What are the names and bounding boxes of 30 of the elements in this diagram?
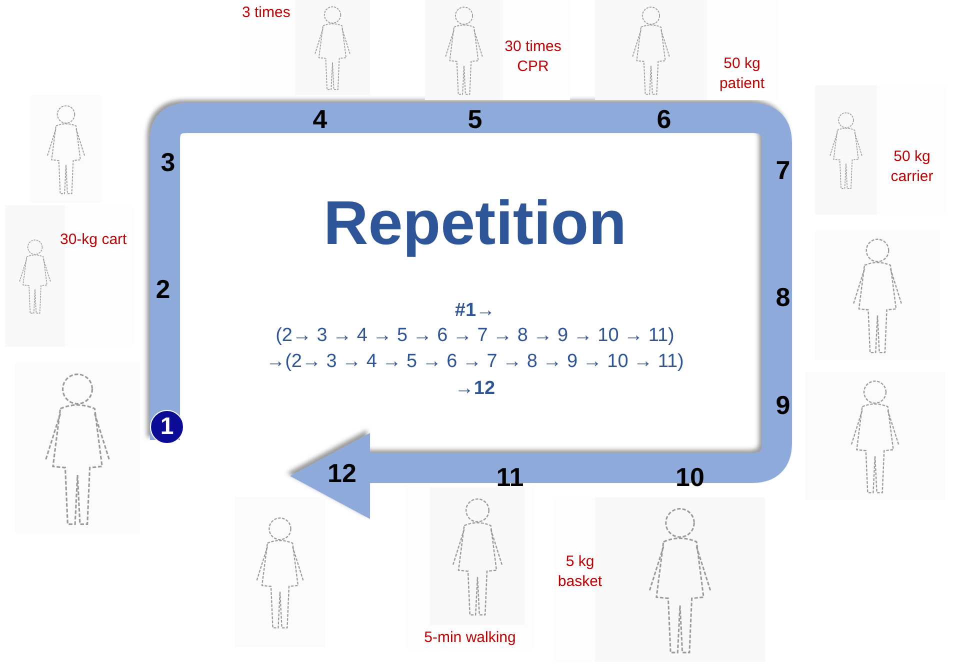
step-number: 11 — [495, 462, 525, 493]
sequence-text: →(2→ 3 → 4 → 5 → 6 → 7 → 8 → 9 → 10 → 11) — [265, 351, 685, 373]
title: Repetition — [322, 188, 628, 259]
panel-caption: 30-kg cart — [60, 230, 128, 250]
step-number: 7 — [774, 155, 792, 186]
panel-caption: 5-min walking — [423, 628, 517, 648]
panel-caption: 50 kg carrier — [890, 147, 934, 186]
sequence-text: #1→ — [454, 300, 496, 322]
step-number: 5 — [466, 104, 484, 135]
step-number: 2 — [154, 274, 172, 305]
panel-caption: 50 kg patient — [718, 54, 766, 93]
step-number: 12 — [326, 458, 358, 489]
panel-caption: 30 times CPR — [504, 37, 562, 76]
sequence-text: →12 — [454, 378, 496, 400]
step-number: 3 — [160, 147, 176, 178]
person-drawing — [235, 497, 325, 647]
step-number-circle: 1 — [150, 410, 184, 444]
step-number: 4 — [312, 104, 328, 135]
step-number: 9 — [774, 390, 792, 421]
person-drawing — [30, 95, 102, 203]
step-number: 6 — [656, 104, 672, 135]
person-drawing — [15, 362, 140, 534]
person-drawing — [805, 372, 945, 500]
illustration-panel — [240, 0, 370, 95]
panel-caption: 5 kg basket — [556, 552, 604, 591]
sequence-text: (2→ 3 → 4 → 5 → 6 → 7 → 8 → 9 → 10 → 11) — [274, 325, 676, 347]
panel-caption: 3 times — [242, 3, 292, 22]
step-number: 10 — [674, 462, 706, 493]
step-number: 8 — [774, 282, 792, 313]
person-drawing — [815, 230, 940, 360]
